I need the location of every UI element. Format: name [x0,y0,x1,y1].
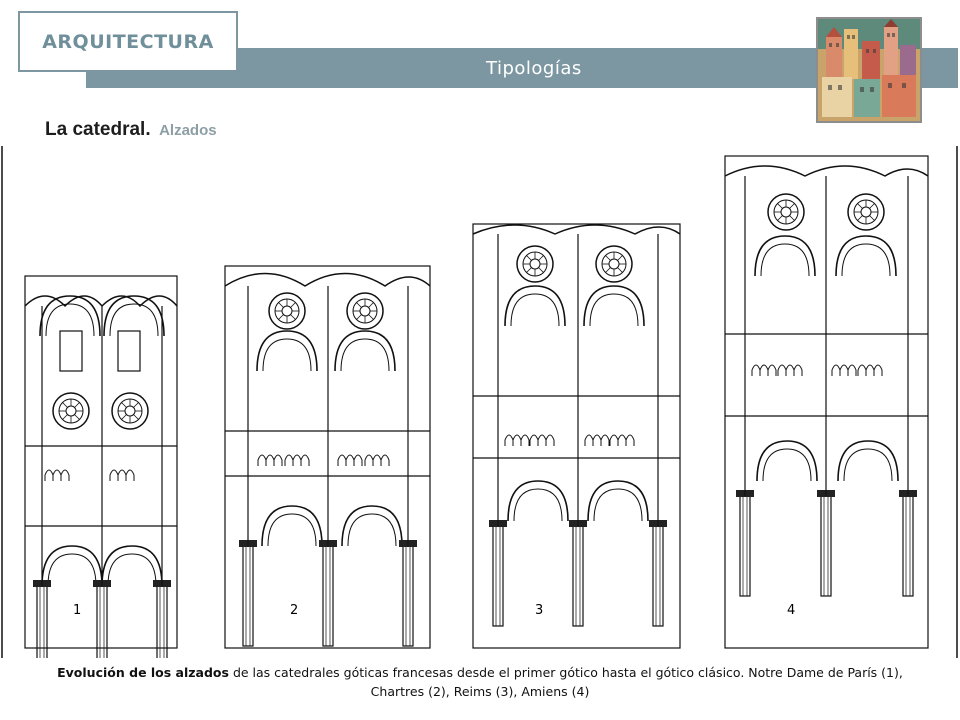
elevation-panel-3: 3 [472,223,681,649]
section-label-box: ARQUITECTURA [18,11,238,72]
elevation-panel-4: 4 [724,155,929,649]
heading-subtitle: Alzados [159,122,217,139]
panel-number-1: 1 [73,603,81,618]
panel-number-3: 3 [535,603,543,618]
panel-number-2: 2 [290,603,298,618]
page-heading: La catedral. Alzados [45,119,217,141]
caption-bold: Evolución de los alzados [57,665,229,680]
heading-title: La catedral. [45,119,151,140]
section-label: ARQUITECTURA [42,31,214,53]
elevation-panel-1: 1 [24,275,178,658]
elevation-panel-2: 2 [224,265,431,649]
panel-number-4: 4 [787,603,795,618]
cathedral-elevations-drawing: 1 2 [1,146,958,658]
cityscape-thumbnail-image [816,17,922,123]
caption-text: de las catedrales góticas francesas desd… [228,665,903,699]
section-subtitle: Tipologías [486,58,582,79]
figure-caption: Evolución de los alzados de las catedral… [40,663,920,701]
